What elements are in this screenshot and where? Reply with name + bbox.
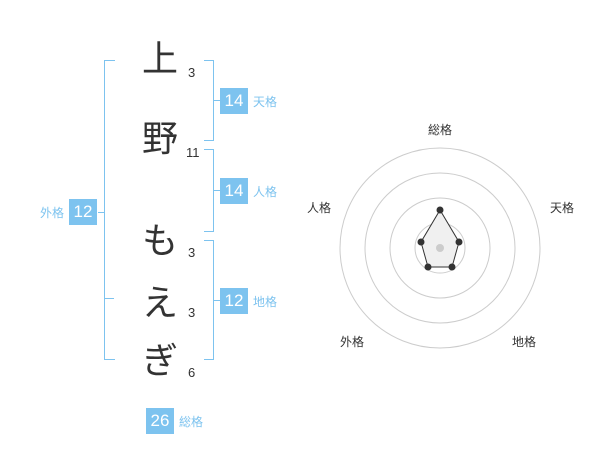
soukaku-value: 26: [146, 408, 174, 434]
radar-label-ten: 天格: [550, 200, 574, 215]
name-char-4: え: [141, 283, 178, 324]
soukaku-label: 総格: [179, 414, 204, 429]
gaikaku-bracket-tick: [98, 212, 105, 213]
stroke-count-1: 3: [188, 65, 196, 80]
gaikaku-bracket-split: [104, 298, 114, 299]
chikaku-bracket-tick: [213, 300, 220, 301]
stroke-count-4: 3: [188, 305, 196, 320]
stroke-count-2: 11: [186, 145, 200, 160]
radar-ring-3: [364, 172, 516, 324]
gaikaku-label: 外格: [40, 205, 65, 220]
radar-point-gai: [424, 263, 432, 271]
radar-point-sou: [436, 206, 444, 214]
jinkaku-bracket-tick: [213, 190, 220, 191]
radar-label-sou: 総格: [428, 122, 452, 137]
tenkaku-label: 天格: [253, 94, 278, 109]
chikaku-badge: 12 地格: [220, 288, 277, 314]
gaikaku-bracket: [104, 60, 115, 360]
name-char-3: も: [141, 221, 178, 262]
radar-ring-2: [389, 197, 491, 299]
jinkaku-label: 人格: [253, 184, 278, 199]
gaikaku-value: 12: [69, 199, 98, 225]
jinkaku-badge: 14 人格: [220, 178, 277, 204]
tenkaku-value: 14: [220, 88, 248, 114]
radar-point-jin: [417, 238, 425, 246]
name-char-2: 野: [141, 119, 178, 160]
tenkaku-badge: 14 天格: [220, 88, 277, 114]
name-char-5: ぎ: [141, 341, 178, 382]
stroke-count-3: 3: [188, 245, 196, 260]
stroke-count-5: 6: [188, 365, 196, 380]
radar-point-chi: [448, 263, 456, 271]
tenkaku-bracket-tick: [213, 100, 220, 101]
chikaku-label: 地格: [253, 294, 278, 309]
radar-polygon: [420, 209, 460, 268]
soukaku-badge: 26 総格: [146, 408, 203, 434]
chikaku-value: 12: [220, 288, 248, 314]
name-char-1: 上: [141, 39, 178, 80]
radar-label-gai: 外格: [340, 334, 364, 349]
gaikaku-badge: 外格 12: [40, 199, 98, 225]
radar-label-chi: 地格: [512, 334, 536, 349]
radar-label-jin: 人格: [307, 200, 331, 215]
jinkaku-value: 14: [220, 178, 248, 204]
radar-center-dot: [436, 244, 444, 252]
radar-ring-4: [339, 147, 541, 349]
radar-point-ten: [455, 238, 463, 246]
